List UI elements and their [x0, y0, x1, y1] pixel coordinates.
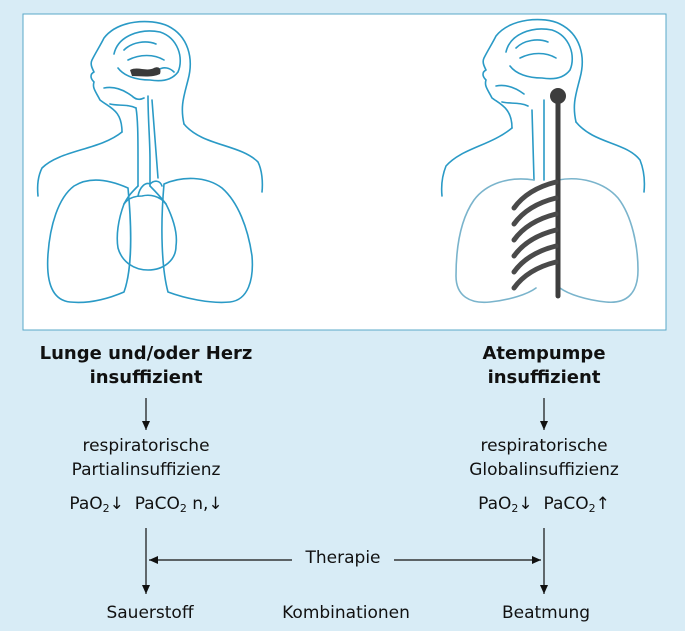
left-paco2-suffix: n,↓ — [187, 494, 223, 514]
right-title-line1: Atempumpe — [482, 343, 605, 364]
left-blood-gas: PaO2↓ PaCO2 n,↓ — [69, 494, 222, 515]
left-pao2-arrow: ↓ — [110, 494, 124, 514]
left-pao2-label: PaO — [69, 494, 102, 514]
left-treatment: Sauerstoff — [106, 603, 193, 623]
left-title-line2: insuffizient — [90, 367, 203, 388]
image-panel — [23, 14, 666, 330]
left-paco2-label: PaCO — [135, 494, 180, 514]
left-title-line1: Lunge und/oder Herz — [40, 343, 253, 364]
right-treatment: Beatmung — [502, 603, 590, 623]
combination-label: Kombinationen — [282, 603, 410, 623]
right-type-line1: respiratorische — [480, 436, 607, 456]
therapy-label: Therapie — [306, 548, 381, 568]
left-type-line2: Partialinsuffizienz — [72, 460, 221, 480]
right-pao2-label: PaO — [478, 494, 511, 514]
right-paco2-suffix: ↑ — [596, 494, 610, 514]
right-blood-gas: PaO2↓ PaCO2↑ — [478, 494, 610, 515]
right-title-line2: insuffizient — [488, 367, 601, 388]
right-paco2-label: PaCO — [543, 494, 588, 514]
right-type-line2: Globalinsuffizienz — [469, 460, 619, 480]
right-pao2-arrow: ↓ — [518, 494, 532, 514]
right-paco2-sub: 2 — [589, 502, 596, 515]
left-type-line1: respiratorische — [82, 436, 209, 456]
left-paco2-sub: 2 — [180, 502, 187, 515]
